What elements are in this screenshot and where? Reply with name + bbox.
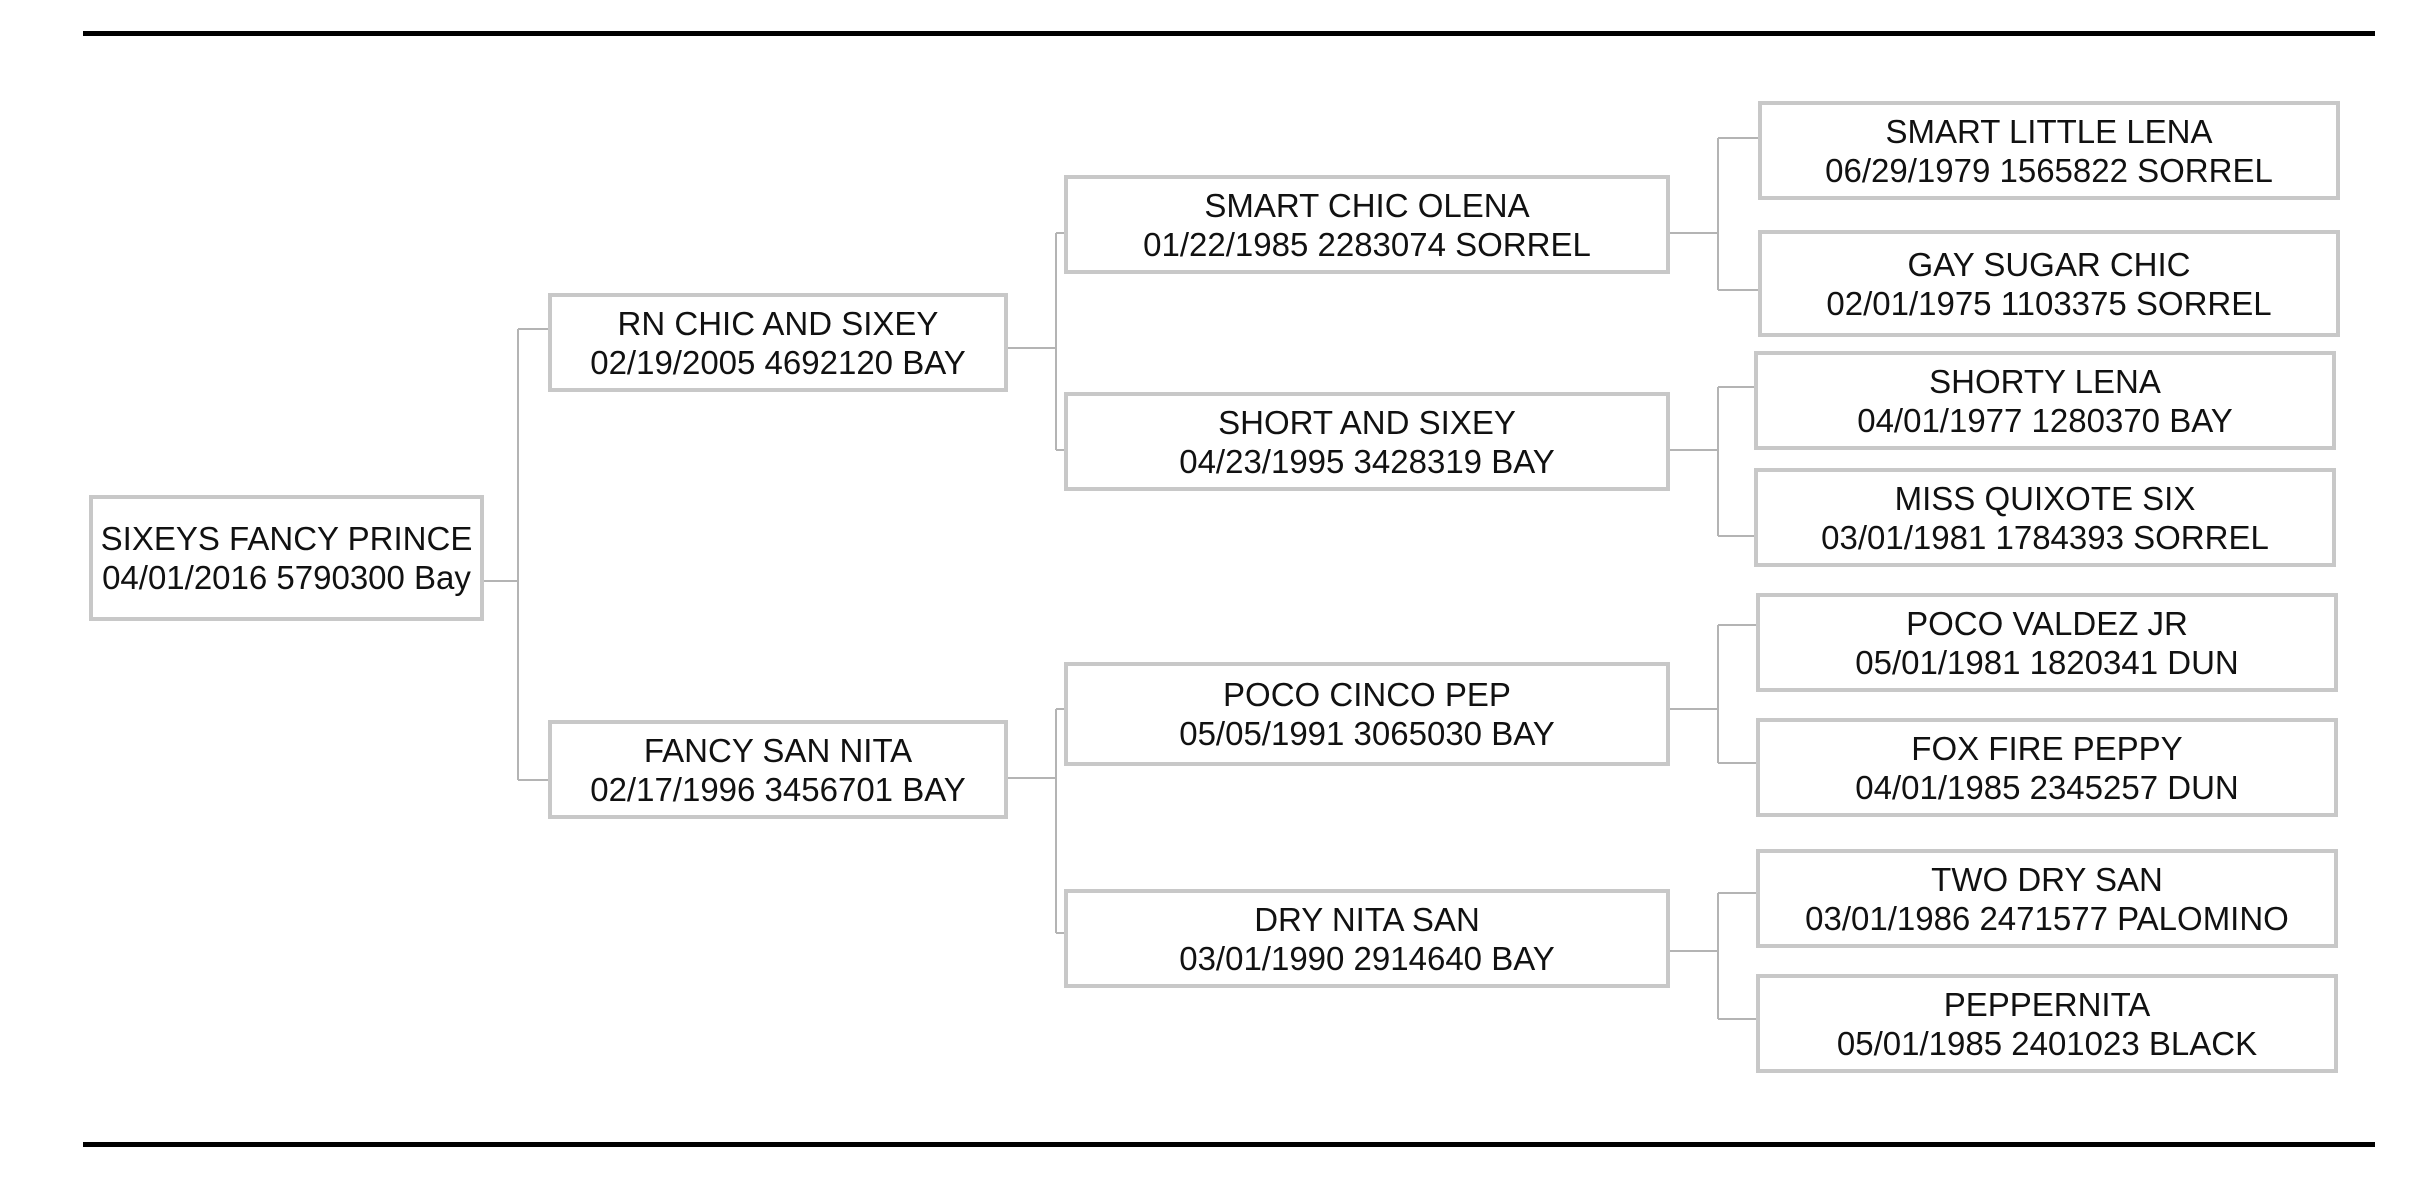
connector-sire-dam [1668,386,1758,537]
horse-details: 01/22/1985 2283074 SORREL [1143,225,1591,263]
horse-box-dam-dam: DRY NITA SAN 03/01/1990 2914640 BAY [1064,889,1670,988]
horse-box-sire-dam-sire: SHORTY LENA 04/01/1977 1280370 BAY [1754,351,2336,450]
horse-name: FOX FIRE PEPPY [1911,729,2183,767]
horse-box-sire-dam: SHORT AND SIXEY 04/23/1995 3428319 BAY [1064,392,1670,491]
horse-details: 03/01/1981 1784393 SORREL [1821,518,2269,556]
horse-name: POCO CINCO PEP [1223,676,1511,713]
horse-box-dam-sire-dam: FOX FIRE PEPPY 04/01/1985 2345257 DUN [1756,718,2338,817]
horse-name: SMART CHIC OLENA [1204,186,1530,224]
horse-name: SHORT AND SIXEY [1218,403,1516,441]
connector-subject [482,328,552,781]
horse-box-sire: RN CHIC AND SIXEY 02/19/2005 4692120 BAY [548,293,1008,392]
top-rule [83,31,2375,36]
horse-details: 02/17/1996 3456701 BAY [590,770,966,808]
horse-name: SHORTY LENA [1929,362,2161,400]
horse-details: 06/29/1979 1565822 SORREL [1825,151,2273,189]
horse-name: GAY SUGAR CHIC [1907,245,2191,283]
horse-details: 05/01/1981 1820341 DUN [1855,643,2239,681]
horse-details: 05/01/1985 2401023 BLACK [1836,1024,2258,1062]
horse-name: FANCY SAN NITA [643,731,913,769]
horse-details: 04/01/1985 2345257 DUN [1855,768,2239,806]
horse-box-sire-sire-sire: SMART LITTLE LENA 06/29/1979 1565822 SOR… [1758,101,2340,200]
horse-box-sire-sire: SMART CHIC OLENA 01/22/1985 2283074 SORR… [1064,175,1670,274]
horse-details: 02/19/2005 4692120 BAY [590,343,966,381]
connector-sire [1006,232,1068,451]
horse-box-dam-sire: POCO CINCO PEP 05/05/1991 3065030 BAY [1064,662,1670,766]
horse-name: SMART LITTLE LENA [1885,112,2213,150]
horse-name: TWO DRY SAN [1931,860,2163,898]
horse-box-dam: FANCY SAN NITA 02/17/1996 3456701 BAY [548,720,1008,819]
horse-details: 04/23/1995 3428319 BAY [1179,442,1555,480]
horse-name: POCO VALDEZ JR [1906,604,2188,642]
connector-sire-sire [1668,137,1762,291]
horse-name: MISS QUIXOTE SIX [1894,479,2196,517]
horse-details: 04/01/2016 5790300 Bay [102,559,471,596]
connector-dam [1006,708,1068,934]
horse-details: 04/01/1977 1280370 BAY [1857,401,2233,439]
horse-details: 03/01/1990 2914640 BAY [1179,939,1555,977]
horse-box-sire-dam-dam: MISS QUIXOTE SIX 03/01/1981 1784393 SORR… [1754,468,2336,567]
connector-dam-sire [1668,624,1760,764]
horse-box-subject: SIXEYS FANCY PRINCE 04/01/2016 5790300 B… [89,495,484,621]
horse-box-dam-dam-dam: PEPPERNITA 05/01/1985 2401023 BLACK [1756,974,2338,1073]
horse-name: SIXEYS FANCY PRINCE [100,520,473,557]
horse-name: DRY NITA SAN [1254,900,1480,938]
horse-box-dam-dam-sire: TWO DRY SAN 03/01/1986 2471577 PALOMINO [1756,849,2338,948]
horse-details: 02/01/1975 1103375 SORREL [1826,284,2272,322]
horse-details: 03/01/1986 2471577 PALOMINO [1805,899,2289,937]
horse-box-sire-sire-dam: GAY SUGAR CHIC 02/01/1975 1103375 SORREL [1758,230,2340,337]
horse-details: 05/05/1991 3065030 BAY [1179,715,1555,752]
horse-name: PEPPERNITA [1943,985,2151,1023]
horse-box-dam-sire-sire: POCO VALDEZ JR 05/01/1981 1820341 DUN [1756,593,2338,692]
horse-name: RN CHIC AND SIXEY [617,304,939,342]
bottom-rule [83,1142,2375,1147]
connector-dam-dam [1668,892,1760,1020]
